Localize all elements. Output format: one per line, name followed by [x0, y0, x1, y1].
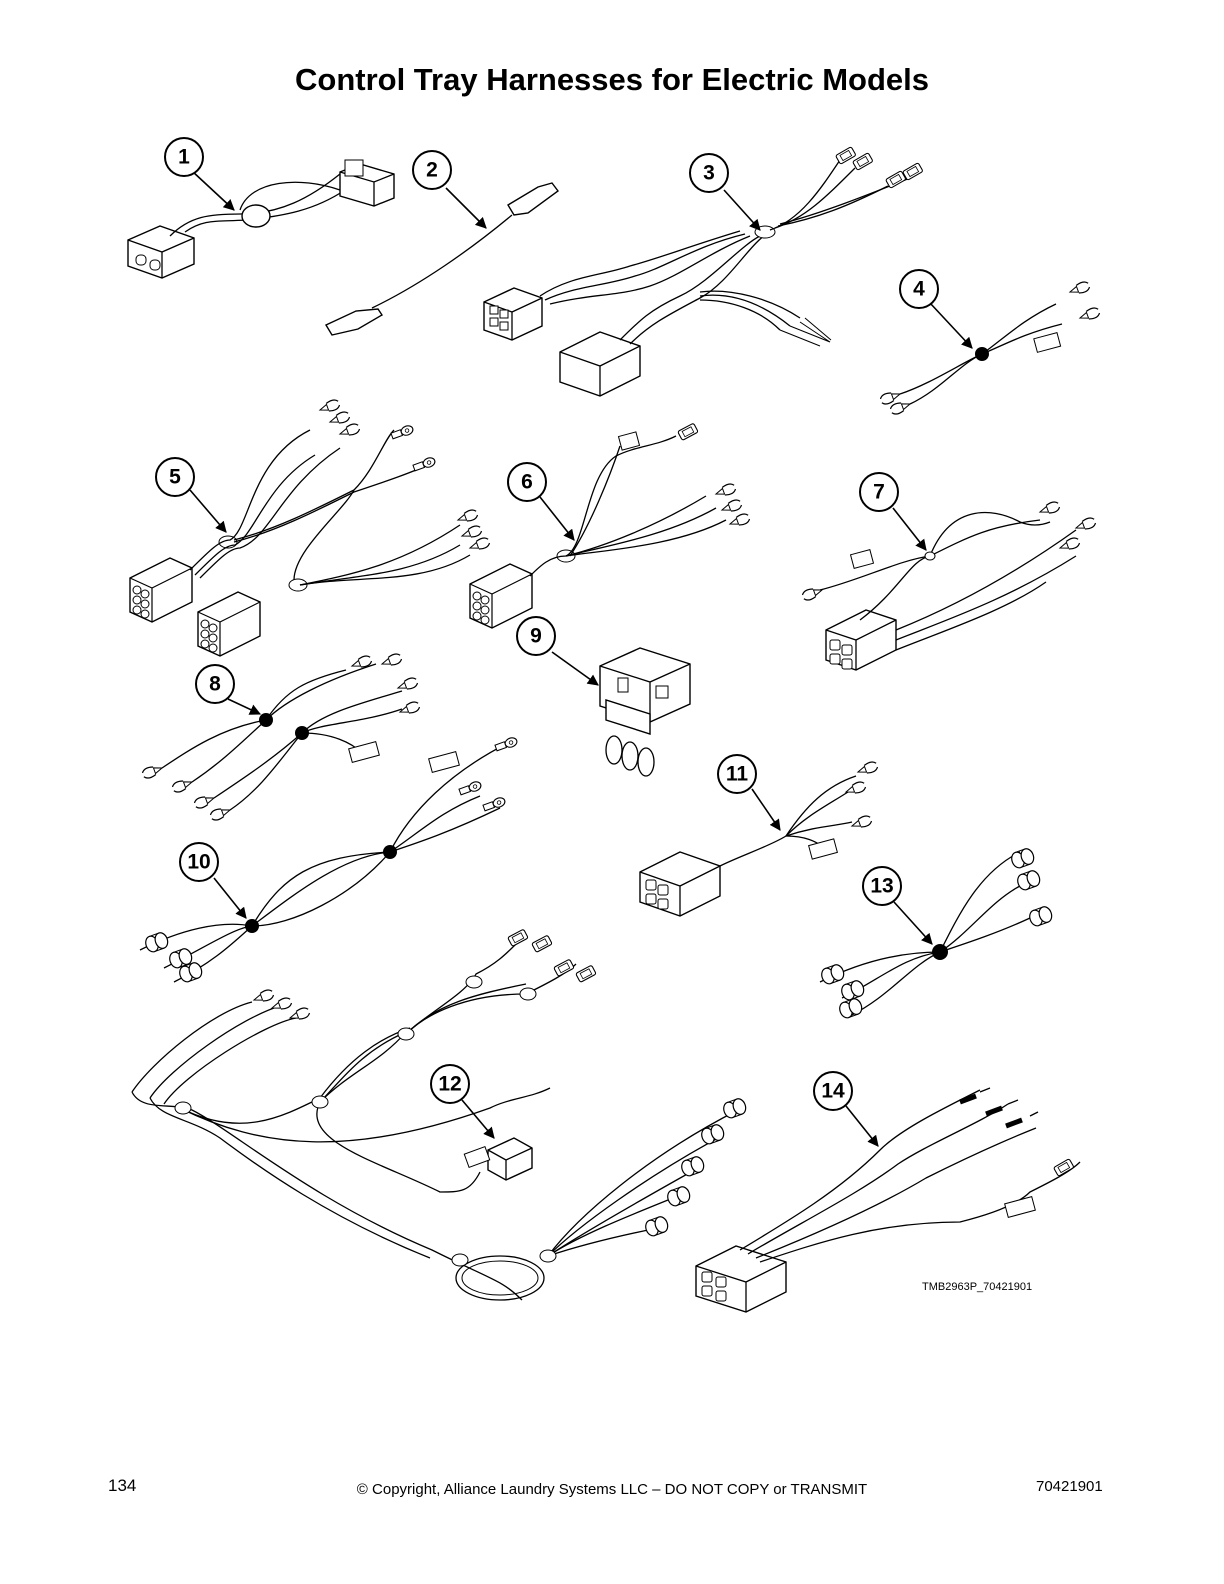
harness-item-5	[129, 397, 492, 657]
harness-item-12	[131, 928, 749, 1301]
callout-9: 9	[530, 625, 542, 648]
harness-item-2	[325, 182, 559, 336]
harness-item-10	[139, 735, 519, 985]
callout-3: 3	[703, 162, 715, 185]
callout-5: 5	[169, 466, 181, 489]
harness-item-14	[695, 1087, 1081, 1313]
document-number: 70421901	[1036, 1478, 1103, 1495]
harness-item-1	[127, 159, 395, 279]
callout-1: 1	[178, 146, 190, 169]
callout-11: 11	[726, 763, 749, 786]
callout-10: 10	[187, 851, 210, 874]
callout-12: 12	[438, 1073, 461, 1096]
callout-8: 8	[209, 673, 221, 696]
callout-4: 4	[913, 278, 925, 301]
callouts: 1 2 3 4 5 6 7 8 9 10 11 12 13 14	[155, 137, 973, 1147]
harness-item-13	[819, 846, 1055, 1021]
harness-item-9	[599, 647, 691, 777]
harness-item-11	[639, 759, 880, 917]
harness-item-6	[469, 422, 752, 629]
figure-code: TMB2963P_70421901	[922, 1281, 1032, 1293]
callout-7: 7	[873, 481, 885, 504]
harness-item-4	[878, 279, 1102, 417]
callout-6: 6	[521, 471, 533, 494]
callout-2: 2	[426, 159, 438, 182]
harness-item-8	[140, 651, 422, 823]
page-title: Control Tray Harnesses for Electric Mode…	[295, 62, 929, 97]
callout-14: 14	[821, 1080, 845, 1103]
callout-13: 13	[870, 875, 893, 898]
copyright-notice: © Copyright, Alliance Laundry Systems LL…	[356, 1481, 868, 1498]
harness-item-7	[800, 499, 1098, 671]
harness-item-3	[483, 146, 924, 397]
page-number: 134	[108, 1476, 137, 1495]
